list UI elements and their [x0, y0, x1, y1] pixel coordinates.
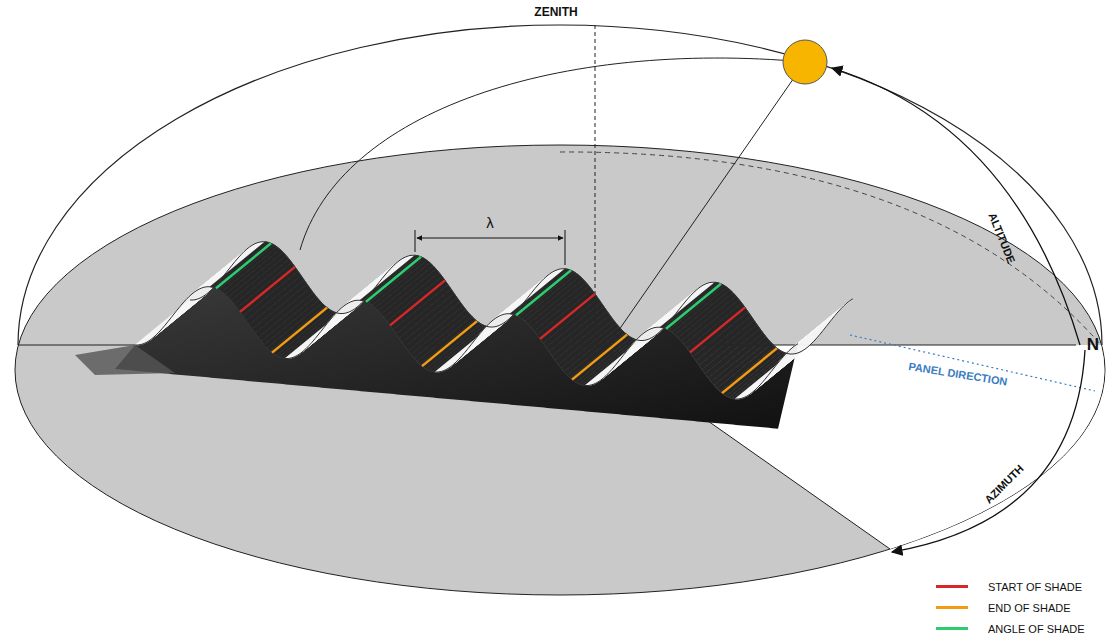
- panel-surface: [729, 352, 787, 398]
- altitude-arc: [832, 68, 1080, 345]
- legend: START OF SHADE END OF SHADE ANGLE OF SHADE: [936, 576, 1085, 639]
- panel-surface: [429, 325, 487, 371]
- panel-surface: [579, 339, 637, 385]
- shade-line: [390, 280, 445, 325]
- legend-row: ANGLE OF SHADE: [936, 618, 1085, 639]
- shade-line: [690, 307, 745, 352]
- shade-line: [540, 294, 595, 339]
- panel-shadow: [75, 345, 175, 375]
- diagram-label: ZENITH: [534, 6, 577, 19]
- legend-row: END OF SHADE: [936, 597, 1085, 618]
- legend-swatch: [936, 627, 968, 630]
- legend-text: END OF SHADE: [988, 602, 1071, 614]
- legend-row: START OF SHADE: [936, 576, 1085, 597]
- shade-line: [272, 308, 327, 353]
- shade-line: [216, 243, 271, 288]
- sky-dome: [18, 25, 1102, 345]
- legend-text: START OF SHADE: [988, 581, 1082, 593]
- panel-edge: [190, 242, 853, 354]
- corrugated-panel: [75, 242, 853, 429]
- shade-line: [422, 321, 477, 366]
- sun: [783, 40, 827, 84]
- hidden-arc: [560, 152, 1101, 345]
- azimuth-arc: [892, 350, 1085, 552]
- diagram-label: N: [1087, 336, 1099, 355]
- legend-swatch: [936, 606, 968, 609]
- diagram-label: λ: [486, 215, 494, 232]
- ground-plane: [15, 145, 1105, 595]
- panel-surface: [279, 312, 337, 358]
- wavelength-dimension: [415, 230, 565, 265]
- shade-line: [722, 348, 777, 393]
- panel-direction-line: [850, 335, 1095, 391]
- legend-text: ANGLE OF SHADE: [988, 623, 1085, 635]
- shade-line: [666, 284, 721, 329]
- shade-line: [572, 335, 627, 380]
- sun-ray: [605, 62, 805, 350]
- shade-line: [366, 257, 421, 302]
- sun-path: [300, 58, 805, 250]
- shade-line: [516, 270, 571, 315]
- legend-swatch: [936, 585, 968, 588]
- shade-line: [240, 267, 295, 312]
